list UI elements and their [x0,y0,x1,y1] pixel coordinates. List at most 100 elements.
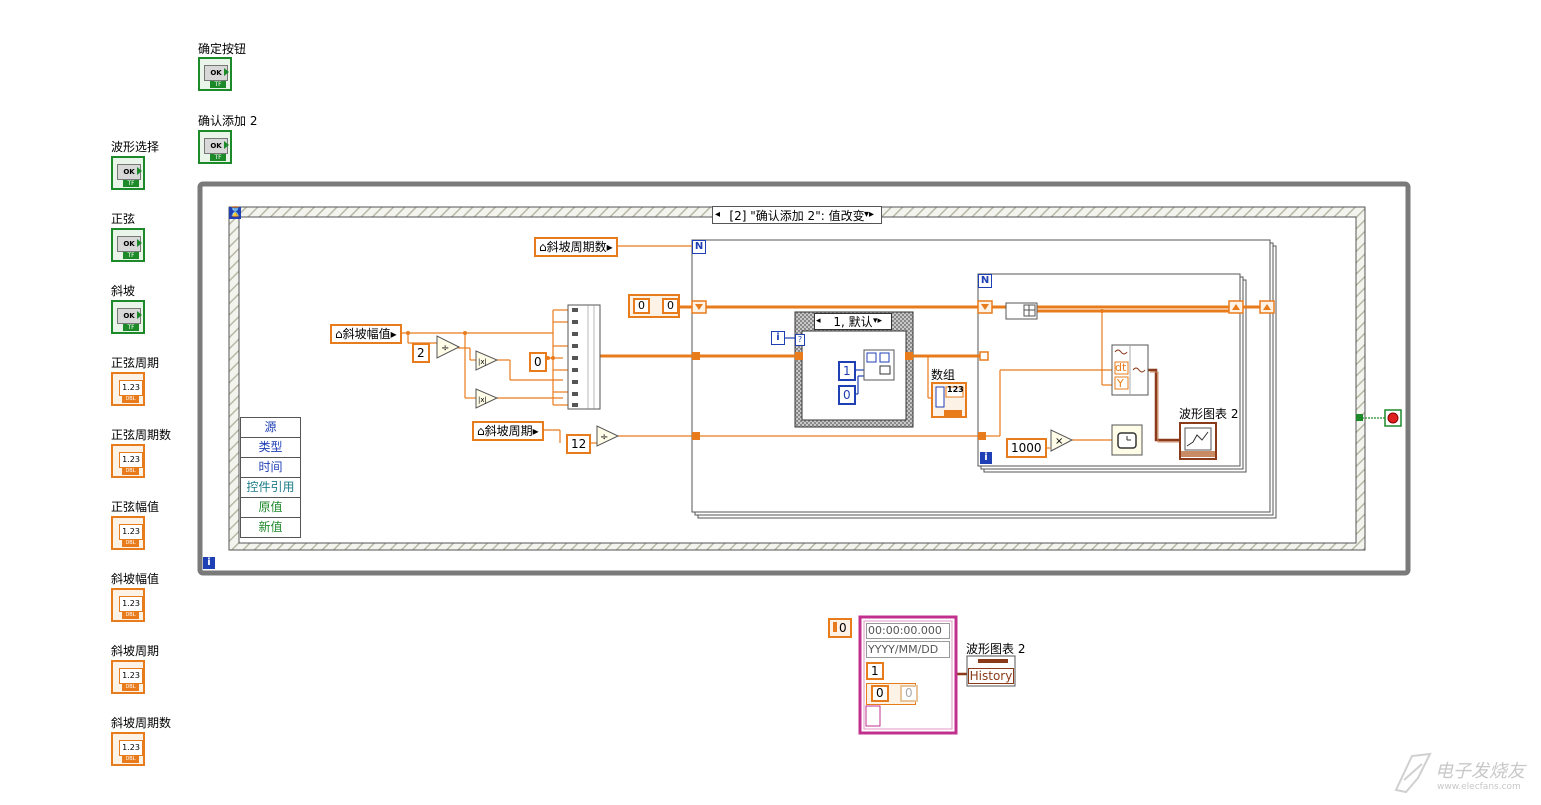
svg-text:÷: ÷ [600,432,608,443]
dt-constant[interactable]: 1 [866,662,884,680]
tf-tag: TF [123,252,139,259]
event-case-selector[interactable]: [2] "确认添加 2": 值改变 [712,206,882,224]
waveform-y-label: Y [1117,377,1124,390]
watermark-logo-icon [1394,752,1432,794]
prev-case-icon[interactable]: ◂ [715,209,721,220]
ok-face: OK [204,138,228,154]
stop-icon [1387,412,1399,424]
numeric-value: 1.23 [119,452,143,468]
control-label: 正弦幅值 [111,500,160,514]
event-case-selector-label: [2] "确认添加 2": 值改变 [729,209,865,223]
local-var-ramp-cycles[interactable]: ⌂斜坡周期数▸ [534,237,618,257]
output-arrow-icon [137,167,142,175]
ramp-cycles-terminal[interactable]: 1.23 DBL [111,732,145,766]
local-var-ramp-period[interactable]: ⌂斜坡周期▸ [472,421,544,441]
constant-zero[interactable]: 0 [529,352,547,372]
ramp-amplitude-terminal[interactable]: 1.23 DBL [111,588,145,622]
bottom-index-constant[interactable]: 0 [828,618,852,638]
control-label: 确认添加 2 [198,114,258,128]
array-element[interactable]: 0 [662,298,679,314]
sine-cycles-terminal[interactable]: 1.23 DBL [111,444,145,478]
case-selector[interactable]: 1, 默认 [814,313,892,330]
output-arrow-icon [137,239,142,247]
svg-text:×: × [1055,436,1063,447]
confirm-add-terminal[interactable]: OK TF [198,130,232,164]
numeric-value: 1.23 [119,668,143,684]
inner-count-terminal: N [978,274,992,288]
function-nodes: ÷ |x| |x| ÷ × [436,335,1074,452]
constant-zero-blue[interactable]: 0 [838,385,856,405]
dbl-tag: DBL [122,540,139,547]
control-label: 正弦周期数 [111,428,172,442]
timestamp-time[interactable]: 00:00:00.000 [866,623,950,639]
while-loop-frame [197,181,1411,576]
constant-one[interactable]: 1 [838,361,856,381]
inner-iteration-terminal: i [980,452,992,464]
event-data-time: 时间 [241,458,300,478]
output-arrow-icon [224,68,229,76]
tf-tag: TF [210,154,226,161]
array-constant[interactable]: 0 0 [628,294,680,318]
event-data-ctlref: 控件引用 [241,478,300,498]
event-data-newval: 新值 [258,520,283,534]
multiply-node [1050,429,1074,452]
constant-thousand[interactable]: 1000 [1006,438,1047,458]
tf-tag: TF [210,81,226,88]
control-label: 正弦周期 [111,356,160,370]
event-data-oldval: 原值 [241,498,300,518]
next-case-icon[interactable]: ▾▸ [864,209,875,220]
event-data-type: 类型 [241,438,300,458]
case-selector-terminal: ? [795,334,805,346]
y-array-index[interactable]: 0 [871,685,889,702]
control-label: 斜坡周期数 [111,716,172,730]
tunnels [692,352,986,440]
confirm-button-terminal[interactable]: OK TF [198,57,232,91]
divide-node [596,425,620,447]
ok-face: OK [204,65,228,81]
dbl-tag: DBL [122,684,139,691]
watermark-url: www.elecfans.com [1437,782,1521,792]
event-timeout-icon: ⌛ [229,207,242,219]
control-label: 正弦 [111,212,136,226]
case-next-icon[interactable]: ▾▸ [873,316,883,326]
outer-iteration-terminal: i [771,331,785,345]
sine-amplitude-terminal[interactable]: 1.23 DBL [111,516,145,550]
case-selector-label: 1, 默认 [833,315,873,329]
waveform-wires [956,368,1180,676]
control-label: 波形选择 [111,140,160,154]
event-data-node: 源 类型 时间 控件引用 原值 新值 [240,417,301,538]
abs-node [475,388,499,409]
y-array-element[interactable]: 0 [900,685,918,702]
sine-period-terminal[interactable]: 1.23 DBL [111,372,145,406]
case-prev-icon[interactable]: ◂ [816,316,821,326]
output-arrow-icon [224,141,229,149]
ramp-terminal[interactable]: OK TF [111,300,145,334]
y-array-constant[interactable]: 0 0 [866,683,918,705]
wave-select-terminal[interactable]: OK TF [111,156,145,190]
wait-ms-node [1111,424,1143,456]
control-label: 斜坡 [111,284,136,298]
shift-registers [691,300,1275,361]
constant-two[interactable]: 2 [412,343,430,363]
outer-count-terminal: N [692,240,706,254]
constant-twelve[interactable]: 12 [566,434,592,454]
numeric-value: 1.23 [119,380,143,396]
tf-tag: TF [123,180,139,187]
tf-tag: TF [123,324,139,331]
svg-text:|x|: |x| [478,396,487,404]
divide-node [436,335,461,359]
timestamp-date[interactable]: YYYY/MM/DD [866,641,950,658]
control-label: 确定按钮 [198,42,247,56]
array-label: 数组 [931,368,956,382]
ramp-period-terminal[interactable]: 1.23 DBL [111,660,145,694]
numeric-value: 1.23 [119,740,143,756]
local-var-ramp-amplitude[interactable]: ⌂斜坡幅值▸ [330,324,402,344]
history-property[interactable]: History [968,668,1014,684]
watermark: 电子发烧友 [1435,761,1525,782]
chart-label-inner: 波形图表 2 [1179,407,1239,421]
array-index[interactable]: 0 [633,298,650,314]
sine-terminal[interactable]: OK TF [111,228,145,262]
dbl-tag: DBL [122,756,139,763]
waveform-dt-label: dt [1115,361,1127,374]
